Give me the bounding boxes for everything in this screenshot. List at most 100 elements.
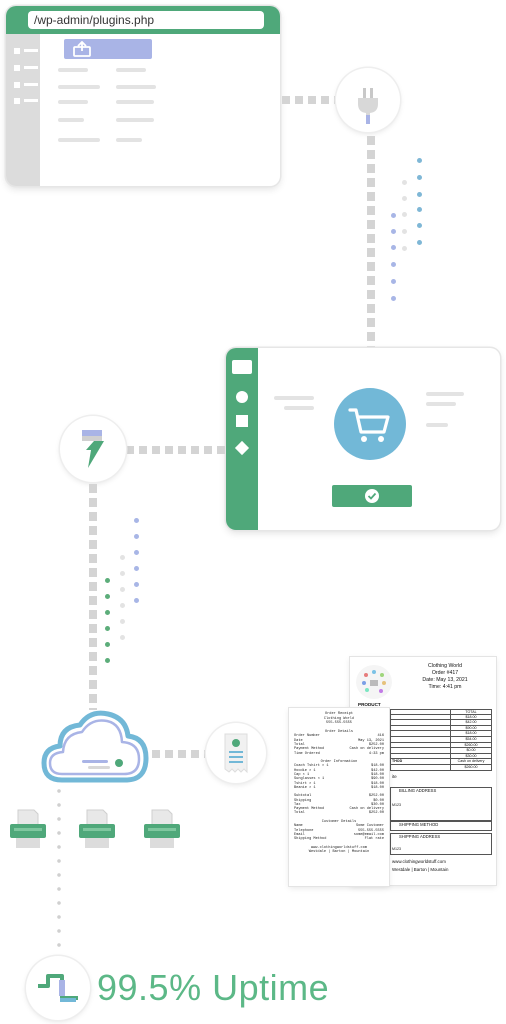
data-dot [402,229,407,234]
url-field[interactable]: /wp-admin/plugins.php [28,11,264,29]
shipping-zip: M123 [392,847,401,851]
admin-sidebar [6,34,40,186]
uptime-node [26,956,90,1020]
total-cell: $90.00 [465,725,477,730]
data-dot [134,582,139,587]
item-row: Beanie × 1$18.00 [294,785,384,790]
data-dot [120,635,125,640]
shipping-address-box: SHIPPING ADDRESS [390,833,492,855]
app-diamond-icon [234,440,250,456]
section-title: Order Details [324,729,354,734]
placeholder-line [116,85,156,89]
total-row: Tax$30.00 [294,802,384,807]
connector-line [282,96,336,104]
plug-icon [358,88,378,124]
data-dot [120,587,125,592]
data-dot [105,594,110,599]
cart-badge [334,388,406,460]
sidebar-item[interactable] [14,48,40,54]
connector-line [152,750,206,758]
method-label: THOD [391,759,451,764]
printer-icon [10,809,46,848]
website-text: www.clothingworldstuff.com [392,859,446,864]
item-row: Tshirt × 1$18.00 [294,781,384,786]
order-time: Time: 4:41 pm [428,684,462,690]
data-dot [402,196,407,201]
check-icon [365,489,379,503]
shipping-method-label: SHIPPING METHOD [399,822,439,827]
sidebar-item[interactable] [14,98,40,104]
receipt-header: Order Receipt Clothing World 555-555-555… [294,712,384,726]
data-dot [134,518,139,523]
data-dot [417,158,422,163]
order-number: Order #417 [431,670,459,676]
data-dot [134,598,139,603]
receipt-icon [224,733,248,774]
total-cell: $0.00 [466,748,476,753]
data-dot [105,578,110,583]
browser-window: /wp-admin/plugins.php [6,6,280,186]
total-cell: $18.00 [465,731,477,736]
total-row: Subtotal$252.00 [294,794,384,799]
store-logo [356,665,392,699]
data-dot [391,262,396,267]
connector-line [57,784,61,954]
data-dot [391,213,396,218]
data-dot [105,642,110,647]
receipt-node [206,723,266,783]
data-dot [134,550,139,555]
locations-text: Westdale | Barton | Mountain [392,867,449,872]
shipping-address-label: SHIPPING ADDRESS [399,834,441,839]
data-dot [105,626,110,631]
plugin-node [336,68,400,132]
method-value: Cash on delivery [457,759,485,764]
shipping-method-box: SHIPPING METHOD [390,821,492,831]
sidebar-item[interactable] [14,65,40,71]
data-dot [402,212,407,217]
printer-icon [79,809,115,848]
placeholder-line [116,138,142,142]
grand-total: $260.00 [464,764,478,769]
section-title: Customer Details [321,819,357,824]
store-app-panel [226,348,500,530]
data-dot [120,571,125,576]
data-dot [391,296,396,301]
placeholder-line [58,100,88,104]
browser-title-bar: /wp-admin/plugins.php [6,6,280,34]
checkout-button[interactable] [332,485,412,507]
app-square-icon [236,415,248,427]
total-cell: $260.00 [464,742,478,747]
total-cell: $30.00 [465,753,477,758]
data-dot [391,279,396,284]
app-sidebar [226,348,258,530]
receipt-store: Clothing World [323,716,355,721]
data-dot [402,246,407,251]
total-cell: $18.00 [465,714,477,719]
receipt-locations: Westdale | Barton | Mountain [308,850,370,855]
sidebar-item[interactable] [14,82,40,88]
placeholder-line [426,392,464,396]
receipt-phone: 555-555-5555 [326,721,352,726]
item-row: Sunglasses × 1$90.00 [294,777,384,782]
billing-zip: M123 [392,803,401,807]
data-dot [120,603,125,608]
upload-plugin-button[interactable] [64,39,152,59]
printer-icon [144,809,180,848]
order-date: Date: May 13, 2021 [422,677,468,683]
receipt-preview-thermal: Order Receipt Clothing World 555-555-555… [289,708,389,886]
receipt-title: Order Receipt [324,712,354,716]
data-dot [120,555,125,560]
product-header: PRODUCT [358,702,381,707]
placeholder-line [426,402,456,406]
connector-line [89,484,97,710]
data-dot [105,658,110,663]
connector-line [126,446,226,454]
print-service-node [60,416,126,482]
uptime-label: 99.5% Uptime [97,967,330,1008]
